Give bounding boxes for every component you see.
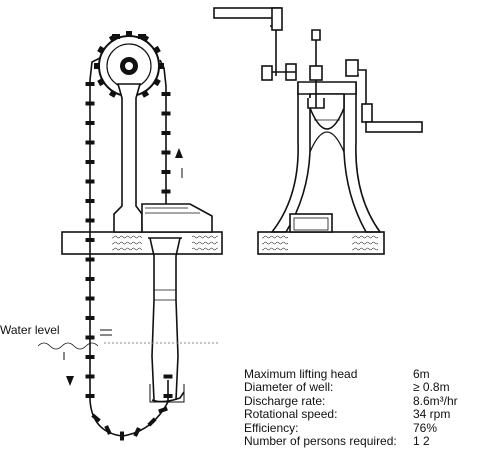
water-level-line (37, 329, 220, 350)
spec-row-persons-required: Number of persons required: 1 2 (244, 433, 500, 448)
chain-disc (147, 417, 157, 427)
chain-disc (161, 170, 171, 174)
spec-row-efficiency: Efficiency: 76% (244, 420, 500, 435)
chain-disc (163, 394, 173, 398)
direction-arrow-down (63, 352, 74, 386)
spec-value: 8.6m³/hr (413, 393, 458, 408)
chain-disc (85, 355, 95, 359)
spec-label: Maximum lifting head (244, 367, 358, 381)
chain-disc (85, 394, 95, 398)
chain-disc (85, 121, 95, 125)
spec-value: ≥ 0.8m (413, 380, 450, 395)
spec-value: 1 2 (413, 433, 430, 448)
sprocket-tooth (97, 77, 106, 87)
ground-slab (61, 231, 385, 255)
water-level-label: Water level (0, 323, 60, 337)
support-column (113, 83, 213, 233)
spec-label: Efficiency: (244, 420, 299, 435)
chain-disc (85, 335, 95, 340)
spec-row-lifting-head: Maximum lifting head 6m (244, 368, 500, 381)
chain-disc (133, 427, 141, 437)
chain-disc (85, 179, 95, 184)
sprocket-tooth (152, 45, 161, 55)
chain-disc (85, 82, 95, 86)
sprocket-tooth (152, 77, 161, 87)
chain-disc (161, 131, 171, 135)
spec-label: Discharge rate: (244, 393, 326, 408)
chain-disc (161, 189, 171, 194)
spec-label: Rotational speed: (244, 407, 338, 422)
chain-disc (85, 296, 95, 301)
spec-row-well-diameter: Diameter of well: ≥ 0.8m (244, 381, 500, 394)
spec-table: Maximum lifting head 6m Diameter of well… (244, 368, 500, 448)
chain-disc (85, 101, 95, 106)
chain-disc (120, 431, 124, 441)
chain-disc (85, 277, 95, 281)
sprocket-tooth (126, 31, 132, 37)
chain-disc (85, 199, 95, 203)
chain-disc (85, 374, 95, 379)
chain-disc (91, 413, 101, 423)
direction-arrow-up (175, 148, 183, 178)
sprocket-tooth (97, 45, 106, 55)
chain-disc (161, 92, 171, 96)
sprocket-tooth (158, 63, 164, 69)
chain-disc (85, 316, 95, 320)
spec-label: Number of persons required: (244, 433, 397, 448)
sprocket-tooth (108, 89, 118, 98)
sprocket-tooth (94, 63, 100, 69)
chain-disc (85, 160, 95, 164)
spec-row-rotational-speed: Rotational speed: 34 rpm (244, 408, 500, 421)
chain-discs (85, 82, 173, 441)
rising-pipe (148, 237, 185, 403)
crank-handles (213, 7, 423, 133)
spec-label: Diameter of well: (244, 380, 334, 395)
chain-disc (163, 374, 173, 379)
chain-disc (161, 150, 171, 155)
chain-disc (158, 406, 168, 414)
sprocket-wheel (94, 31, 164, 101)
chain-disc (161, 111, 171, 116)
spec-value: 6m (413, 367, 430, 381)
sprocket-tooth (140, 89, 150, 98)
spec-value: 76% (413, 420, 438, 435)
spec-value: 34 rpm (413, 407, 451, 422)
chain-disc (85, 238, 95, 242)
chain-disc (85, 257, 95, 262)
chain-disc (104, 425, 112, 435)
spec-row-discharge-rate: Discharge rate: 8.6m³/hr (244, 393, 500, 408)
chain-disc (85, 218, 95, 223)
chain-disc (85, 140, 95, 145)
